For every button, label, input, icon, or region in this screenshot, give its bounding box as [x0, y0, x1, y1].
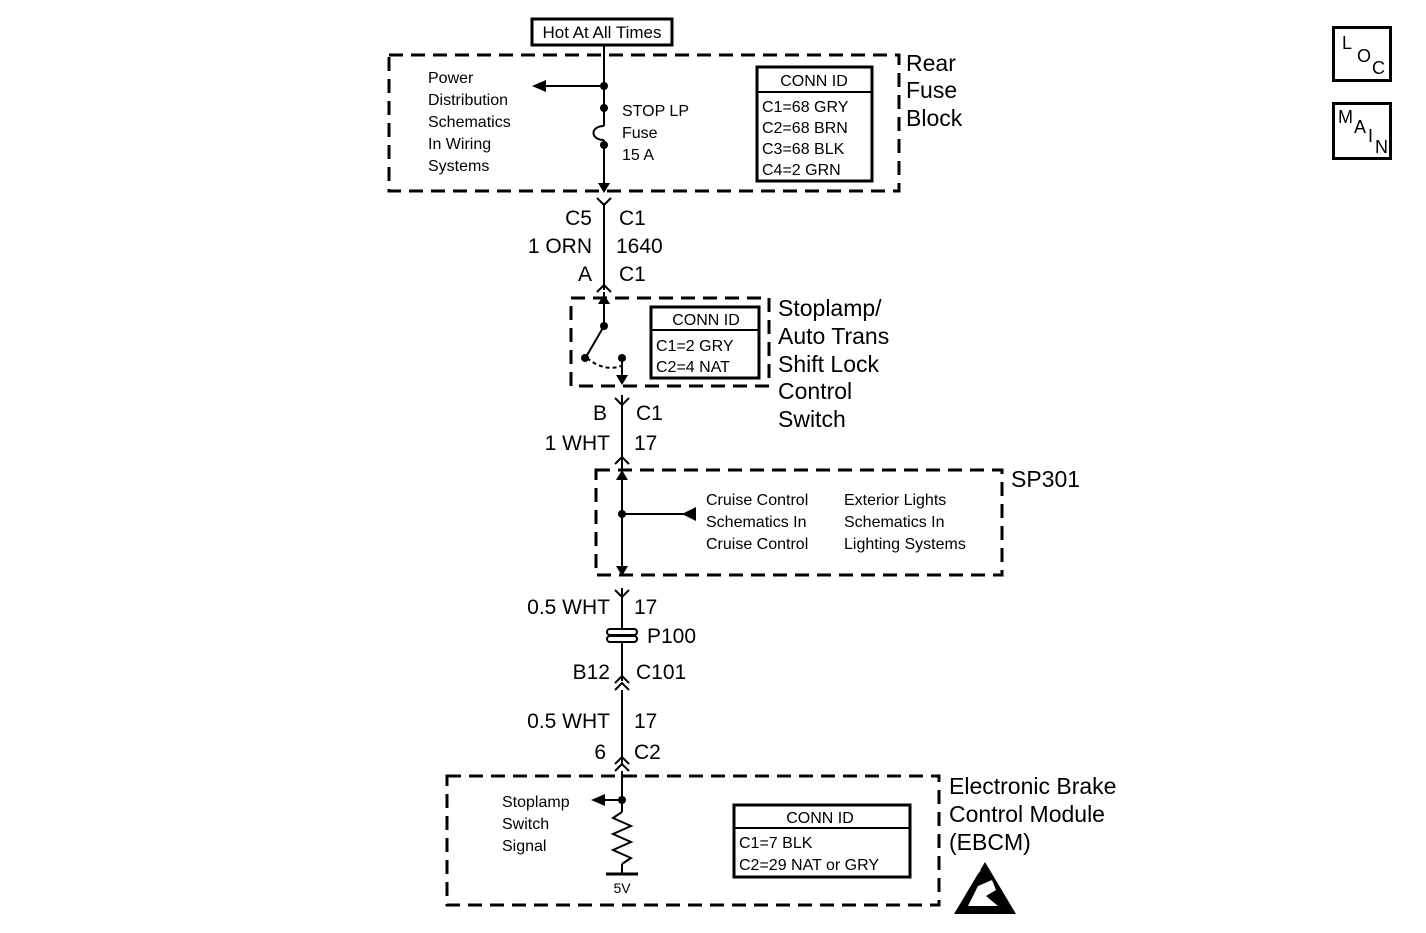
- splice-ref1-3: Cruise Control: [706, 536, 808, 553]
- ebcm-conn-1: C1=7 BLK: [739, 835, 813, 852]
- wire4-circuit: 17: [634, 710, 657, 733]
- main-button[interactable]: M A I N: [1332, 102, 1392, 160]
- ebcm-conn-2: C2=29 NAT or GRY: [739, 857, 879, 874]
- main-letter-a: A: [1354, 117, 1367, 137]
- ebcm-name-1: Electronic Brake: [949, 773, 1116, 799]
- fuse-label-3: 15 A: [622, 147, 654, 164]
- source-label: Hot At All Times: [542, 23, 661, 42]
- loc-letter-l: L: [1342, 33, 1353, 53]
- rear-fuse-block-name-3: Block: [906, 105, 963, 131]
- power-dist-ref-4: In Wiring: [428, 136, 491, 153]
- fuse-block-conn-3: C3=68 BLK: [762, 141, 845, 158]
- wire1-color: 1 ORN: [528, 235, 592, 258]
- switch-outline: [569, 296, 771, 388]
- loc-letter-o: O: [1357, 46, 1372, 66]
- ebcm-signal-2: Switch: [502, 816, 549, 833]
- ebcm-outline: [445, 774, 941, 907]
- source-label-box: [530, 17, 674, 47]
- fuse-label-2: Fuse: [622, 125, 658, 142]
- wire4-conn: C2: [634, 741, 661, 764]
- ebcm-signal-3: Signal: [502, 838, 546, 855]
- wire1-bottom-pin: A: [578, 263, 592, 286]
- power-dist-arrow: [532, 80, 546, 92]
- power-dist-ref-2: Distribution: [428, 92, 508, 109]
- splice-ref2-1: Exterior Lights: [844, 492, 946, 509]
- switch-name-4: Control: [778, 378, 852, 404]
- wire1-top-pin: C5: [565, 207, 592, 230]
- fuse-label-1: STOP LP: [622, 103, 689, 120]
- connector-pin: B12: [573, 661, 610, 684]
- passthrough-name: P100: [647, 625, 696, 648]
- splice-ref1-1: Cruise Control: [706, 492, 808, 509]
- wire1-bottom-conn: C1: [619, 263, 646, 286]
- rear-fuse-block-name-2: Fuse: [906, 77, 957, 103]
- fuse-block-conn-4: C4=2 GRN: [762, 162, 841, 179]
- fuse-block-conn-title: CONN ID: [780, 73, 848, 90]
- loc-letter-c: C: [1372, 58, 1385, 78]
- switch-name-2: Auto Trans: [778, 323, 889, 349]
- ebcm-conn-id-box: [732, 803, 912, 879]
- pullup-resistor: [610, 811, 634, 865]
- stoplamp-signal-arrow: [591, 794, 605, 806]
- splice-ref-arrow: [682, 507, 696, 521]
- ebcm-signal-1: Stoplamp: [502, 794, 570, 811]
- splice-ref2-3: Lighting Systems: [844, 536, 966, 553]
- wire1-top-conn: C1: [619, 207, 646, 230]
- rear-fuse-block-name-1: Rear: [906, 50, 956, 76]
- switch-name-3: Shift Lock: [778, 351, 879, 377]
- ebcm-voltage: 5V: [613, 880, 631, 896]
- ebcm-conn-title: CONN ID: [786, 810, 854, 827]
- splice-ref2-2: Schematics In: [844, 514, 944, 531]
- power-dist-ref-1: Power: [428, 70, 474, 87]
- wire2-pin: B: [593, 402, 607, 425]
- ebcm-name-2: Control Module: [949, 801, 1105, 827]
- main-letter-n: N: [1375, 137, 1388, 157]
- p100-grommet: [606, 628, 638, 636]
- fuse-symbol: [592, 125, 605, 141]
- main-letter-i: I: [1368, 126, 1374, 146]
- switch-name-1: Stoplamp/: [778, 295, 882, 321]
- loc-button[interactable]: L O C: [1332, 26, 1392, 82]
- splice-outline: [594, 468, 1004, 577]
- ebcm-name-3: (EBCM): [949, 829, 1031, 855]
- switch-conn-2: C2=4 NAT: [656, 359, 730, 376]
- wire3-circuit: 17: [634, 596, 657, 619]
- wire3-color: 0.5 WHT: [527, 596, 610, 619]
- switch-conn-id-box: [649, 305, 761, 380]
- wire1-circuit: 1640: [616, 235, 663, 258]
- fuse-block-conn-2: C2=68 BRN: [762, 120, 848, 137]
- wire4-pin: 6: [594, 741, 606, 764]
- wire2-conn: C1: [636, 402, 663, 425]
- power-dist-ref-5: Systems: [428, 158, 489, 175]
- wire2-color: 1 WHT: [545, 432, 611, 455]
- switch-blade: [585, 325, 605, 358]
- fuse-block-conn-1: C1=68 GRY: [762, 99, 849, 116]
- rear-fuse-block-outline: [387, 53, 901, 193]
- switch-conn-title: CONN ID: [672, 312, 740, 329]
- main-letter-m: M: [1338, 107, 1353, 127]
- splice-ref1-2: Schematics In: [706, 514, 806, 531]
- wire4-color: 0.5 WHT: [527, 710, 610, 733]
- wire2-circuit: 17: [634, 432, 657, 455]
- switch-name-5: Switch: [778, 406, 846, 432]
- power-dist-ref-3: Schematics: [428, 114, 511, 131]
- switch-conn-1: C1=2 GRY: [656, 338, 734, 355]
- esd-warning-icon: [954, 862, 1016, 914]
- connector-name: C101: [636, 661, 686, 684]
- splice-name: SP301: [1011, 466, 1080, 492]
- fuse-block-conn-id-box: [755, 65, 874, 183]
